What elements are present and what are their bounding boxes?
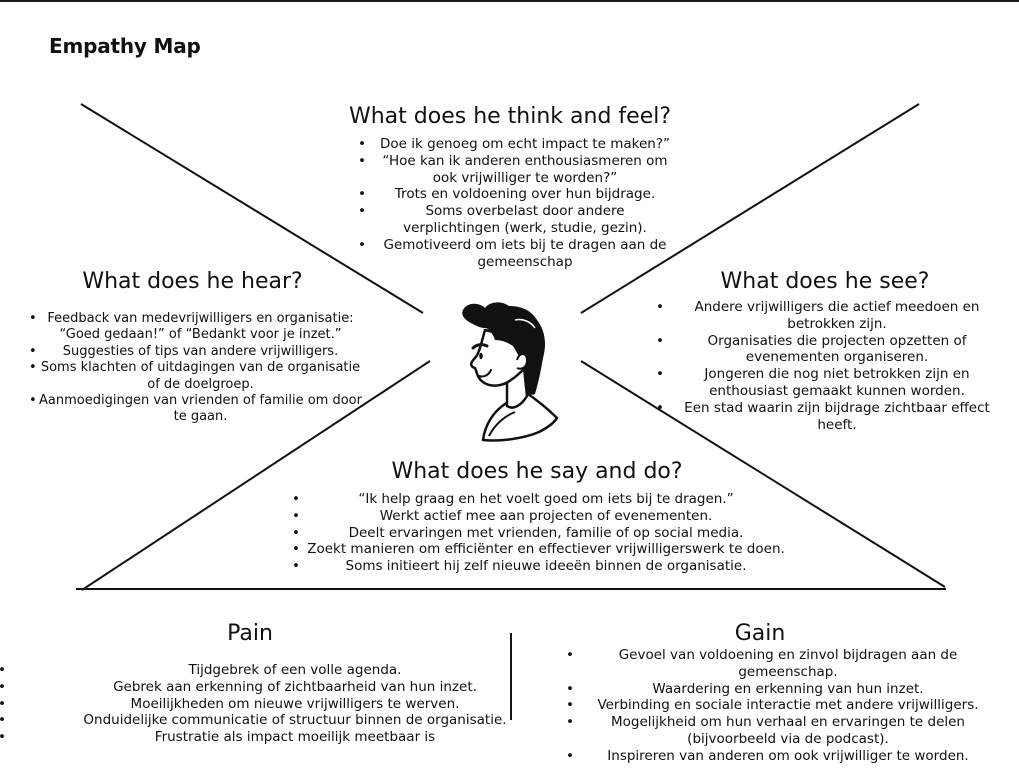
- see-list: Andere vrijwilligers die actief meedoen …: [650, 299, 1000, 433]
- list-item: Soms overbelast door andere verplichting…: [340, 203, 680, 237]
- list-item: Feedback van medevrijwilligers en organi…: [20, 311, 365, 344]
- page-title: Empathy Map: [49, 34, 201, 58]
- section-title: What does he say and do?: [391, 459, 683, 484]
- section-gain: Gevoel van voldoening en zinvol bijdrage…: [558, 647, 998, 765]
- list-item: Mogelijkheid om hun verhaal en ervaringe…: [558, 714, 998, 748]
- list-item: Jongeren die nog niet betrokken zijn en …: [650, 366, 1000, 400]
- list-item: Een stad waarin zijn bijdrage zichtbaar …: [650, 400, 1000, 434]
- list-item: Trots en voldoening over hun bijdrage.: [340, 186, 680, 203]
- list-item: Werkt actief mee aan projecten of evenem…: [284, 508, 790, 525]
- list-item: “Hoe kan ik anderen enthousiasmeren om o…: [340, 153, 680, 187]
- section-title: What does he see?: [720, 269, 930, 294]
- divider-bottom-right: [580, 360, 946, 588]
- hear-list: Feedback van medevrijwilligers en organi…: [20, 311, 365, 426]
- list-item: Gebrek aan erkenning of zichtbaarheid va…: [0, 679, 510, 696]
- list-item: Aanmoedigingen van vrienden of familie o…: [20, 393, 365, 426]
- section-say-do: What does he say and do? “Ik help graag …: [284, 459, 790, 575]
- list-item: Gevoel van voldoening en zinvol bijdrage…: [558, 647, 998, 681]
- list-item: Andere vrijwilligers die actief meedoen …: [650, 299, 1000, 333]
- divider-top-left: [80, 103, 424, 314]
- top-border: [0, 0, 1019, 2]
- list-item: Waardering en erkenning van hun inzet.: [558, 681, 998, 698]
- list-item: Frustratie als impact moeilijk meetbaar …: [0, 729, 510, 746]
- section-pain: Tijdgebrek of een volle agenda. Gebrek a…: [0, 662, 510, 746]
- section-title: What does he think and feel?: [348, 104, 672, 129]
- list-item: Suggesties of tips van andere vrijwillig…: [20, 344, 365, 361]
- pain-list: Tijdgebrek of een volle agenda. Gebrek a…: [0, 662, 510, 746]
- section-see: What does he see? Andere vrijwilligers d…: [650, 269, 1000, 433]
- divider-bottom-left: [81, 360, 431, 591]
- list-item: Deelt ervaringen met vrienden, familie o…: [284, 525, 790, 542]
- divider-top-right: [580, 103, 920, 314]
- list-item: Organisaties die projecten opzetten of e…: [650, 333, 1000, 367]
- list-item: Zoekt manieren om efficiënter en effecti…: [284, 541, 790, 558]
- list-item: Onduidelijke communicatie of structuur b…: [0, 712, 510, 729]
- gain-title: Gain: [734, 621, 786, 646]
- list-item: Inspireren van anderen om ook vrijwillig…: [558, 748, 998, 765]
- list-item: Tijdgebrek of een volle agenda.: [0, 662, 510, 679]
- think-feel-list: Doe ik genoeg om echt impact te maken?” …: [340, 136, 680, 270]
- say-do-list: “Ik help graag en het voelt goed om iets…: [284, 491, 790, 575]
- section-think-feel: What does he think and feel? Doe ik geno…: [340, 104, 680, 270]
- list-item: Soms initieert hij zelf nieuwe ideeën bi…: [284, 558, 790, 575]
- list-item: Gemotiveerd om iets bij te dragen aan de…: [340, 237, 680, 271]
- person-profile-icon: [462, 302, 559, 442]
- list-item: Verbinding en sociale interactie met and…: [558, 697, 998, 714]
- list-item: Doe ik genoeg om echt impact te maken?”: [340, 136, 680, 153]
- section-title: What does he hear?: [82, 269, 303, 294]
- gain-list: Gevoel van voldoening en zinvol bijdrage…: [558, 647, 998, 765]
- list-item: Soms klachten of uitdagingen van de orga…: [20, 360, 365, 393]
- list-item: “Ik help graag en het voelt goed om iets…: [284, 491, 790, 508]
- list-item: Moeilijkheden om nieuwe vrijwilligers te…: [0, 696, 510, 713]
- pain-title: Pain: [227, 621, 273, 646]
- section-hear: What does he hear? Feedback van medevrij…: [20, 269, 365, 426]
